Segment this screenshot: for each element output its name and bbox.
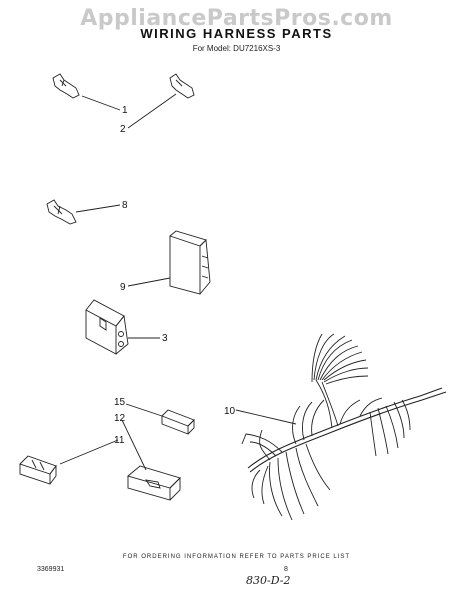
callout-10: 10: [224, 406, 236, 417]
page-number: 8: [284, 566, 288, 573]
watermark: AppliancePartsPros.com: [80, 6, 393, 31]
callout-15: 15: [114, 397, 126, 408]
connector-part-15: [161, 409, 195, 435]
connector-part-9: [169, 230, 211, 295]
document-number: 3369931: [37, 566, 65, 573]
wiring-harness-part-10: [241, 333, 447, 521]
callout-11: 11: [114, 435, 125, 446]
model-line: For Model: DU7216XS-3: [192, 44, 281, 53]
connector-part-3: [85, 299, 129, 355]
connector-part-11: [19, 455, 57, 485]
callout-12: 12: [114, 413, 126, 424]
ordering-note: FOR ORDERING INFORMATION REFER TO PARTS …: [122, 554, 351, 560]
terminal-part-8: [46, 199, 77, 225]
callout-2: 2: [120, 124, 126, 135]
handwritten-note: 830-D-2: [246, 574, 291, 587]
terminal-part-1: [52, 73, 80, 99]
page-title: WIRING HARNESS PARTS: [140, 26, 333, 41]
callout-8: 8: [122, 200, 128, 211]
connector-part-12: [127, 465, 181, 501]
callout-1: 1: [122, 105, 128, 116]
terminal-part-2: [169, 73, 195, 99]
callout-9: 9: [120, 282, 126, 293]
callout-3: 3: [162, 333, 168, 344]
